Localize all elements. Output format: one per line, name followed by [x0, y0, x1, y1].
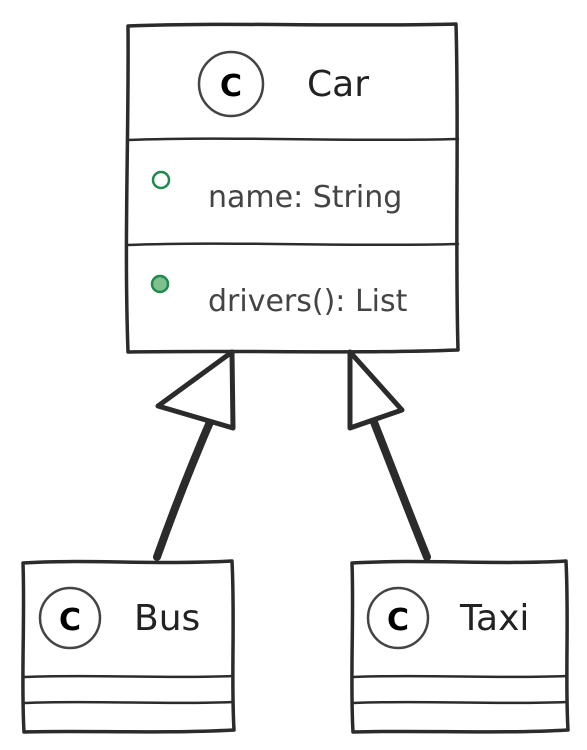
- class-car-attribute: name: String: [208, 180, 402, 215]
- class-bus-name: Bus: [134, 598, 200, 639]
- inheritance-taxi-to-car: [347, 349, 431, 561]
- class-badge-icon: C: [366, 586, 430, 650]
- class-taxi-divider: [351, 674, 569, 679]
- class-car[interactable]: C Car name: String drivers(): List: [124, 22, 460, 354]
- class-badge-icon: C: [197, 50, 265, 118]
- class-taxi[interactable]: C Taxi: [350, 559, 570, 734]
- svg-text:C: C: [220, 69, 242, 104]
- class-car-box: [124, 22, 460, 354]
- class-bus-divider: [22, 700, 235, 705]
- class-taxi-divider: [351, 700, 569, 705]
- class-taxi-name: Taxi: [459, 598, 529, 639]
- svg-text:C: C: [59, 603, 81, 638]
- class-car-name: Car: [307, 64, 369, 105]
- class-car-divider: [125, 242, 460, 247]
- class-car-divider: [125, 137, 460, 142]
- inheritance-arrowhead: [347, 349, 405, 431]
- class-bus-divider: [22, 674, 235, 679]
- public-method-icon: [150, 274, 170, 294]
- class-car-method: drivers(): List: [208, 284, 408, 319]
- class-badge-icon: C: [38, 586, 102, 650]
- svg-text:C: C: [387, 603, 409, 638]
- public-attribute-icon: [151, 170, 171, 190]
- inheritance-bus-to-car: [153, 349, 236, 561]
- class-bus[interactable]: C Bus: [21, 559, 236, 734]
- class-taxi-box: [350, 559, 570, 734]
- inheritance-arrowhead: [155, 349, 236, 431]
- class-bus-box: [21, 559, 236, 734]
